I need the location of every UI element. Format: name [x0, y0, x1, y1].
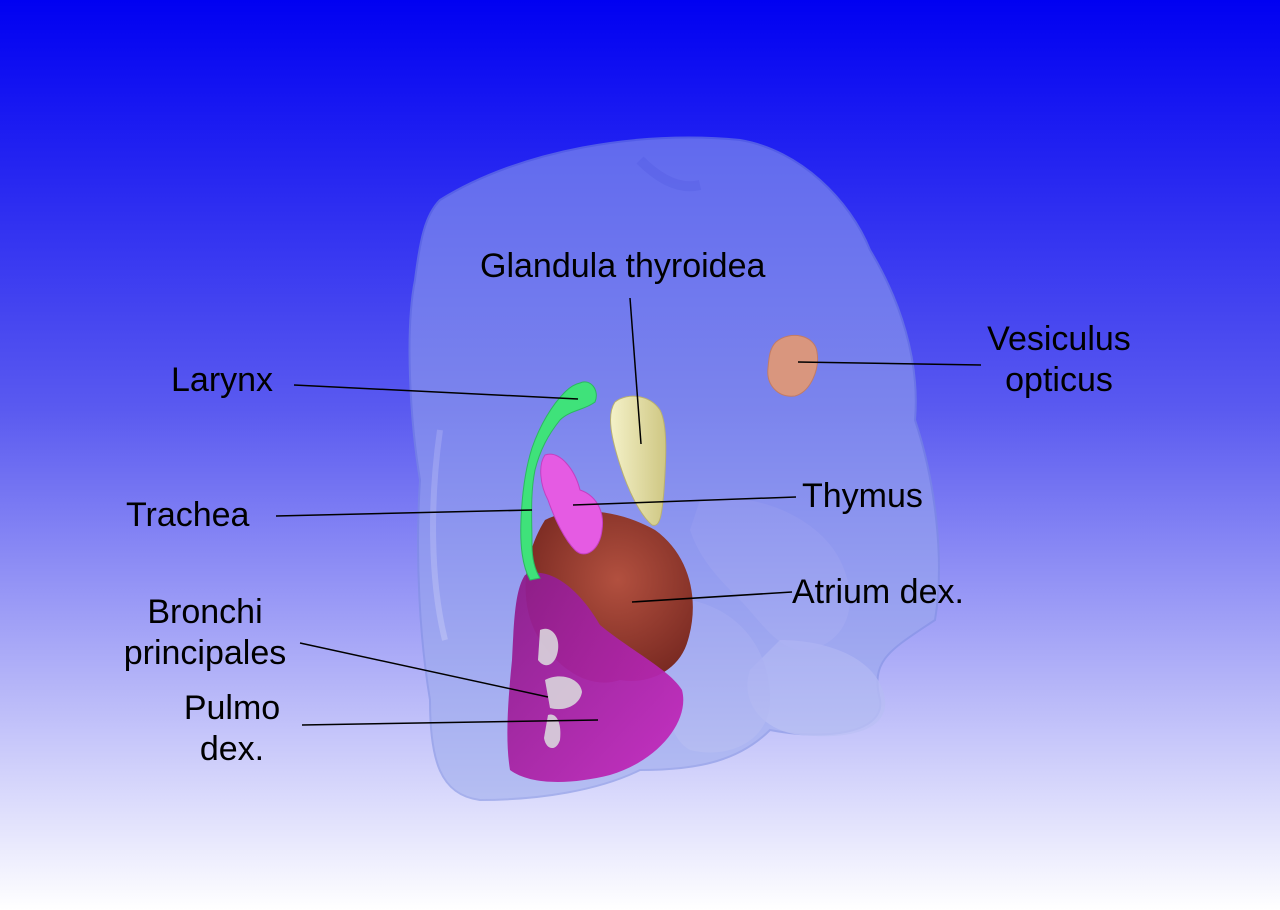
leader-line-bronchi — [299, 642, 549, 698]
label-pulmo-dex: Pulmo dex. — [178, 688, 286, 770]
label-bronchi-principales: Bronchi principales — [118, 592, 292, 674]
label-thymus-text: Thymus — [802, 477, 923, 515]
leader-line-atrium — [631, 591, 793, 603]
leader-line-vesiculus — [797, 361, 982, 366]
label-pulmo-line1: Pulmo — [183, 689, 281, 727]
label-thyroid-text: Glandula thyroidea — [480, 247, 766, 285]
label-larynx: Larynx — [171, 360, 273, 401]
label-bronchi-line2: principales — [123, 634, 287, 672]
leader-line-pulmo — [301, 719, 599, 726]
bronchi-principales — [538, 628, 582, 749]
label-bronchi-line1: Bronchi — [147, 593, 263, 631]
label-vesiculus-line1: Vesiculus — [987, 320, 1131, 358]
label-atrium-dex: Atrium dex. — [792, 572, 964, 613]
larynx-trachea — [520, 381, 597, 581]
glandula-thyroidea — [610, 395, 667, 526]
label-trachea: Trachea — [126, 495, 249, 536]
label-vesiculus-line2: opticus — [1005, 361, 1113, 399]
leader-line-trachea — [275, 509, 533, 517]
leader-line-thymus — [572, 496, 797, 506]
label-larynx-text: Larynx — [171, 361, 274, 399]
leader-line-larynx — [293, 384, 579, 400]
label-atrium-text: Atrium dex. — [792, 573, 964, 611]
label-trachea-text: Trachea — [126, 496, 250, 534]
vesiculus-opticus — [767, 334, 819, 397]
thymus — [540, 453, 604, 555]
label-pulmo-line2: dex. — [199, 730, 265, 768]
leader-lines — [275, 297, 982, 726]
label-thymus: Thymus — [802, 476, 923, 517]
leader-line-thyroid — [629, 297, 642, 445]
label-vesiculus-opticus: Vesiculus opticus — [980, 319, 1138, 401]
label-glandula-thyroidea: Glandula thyroidea — [480, 246, 765, 287]
